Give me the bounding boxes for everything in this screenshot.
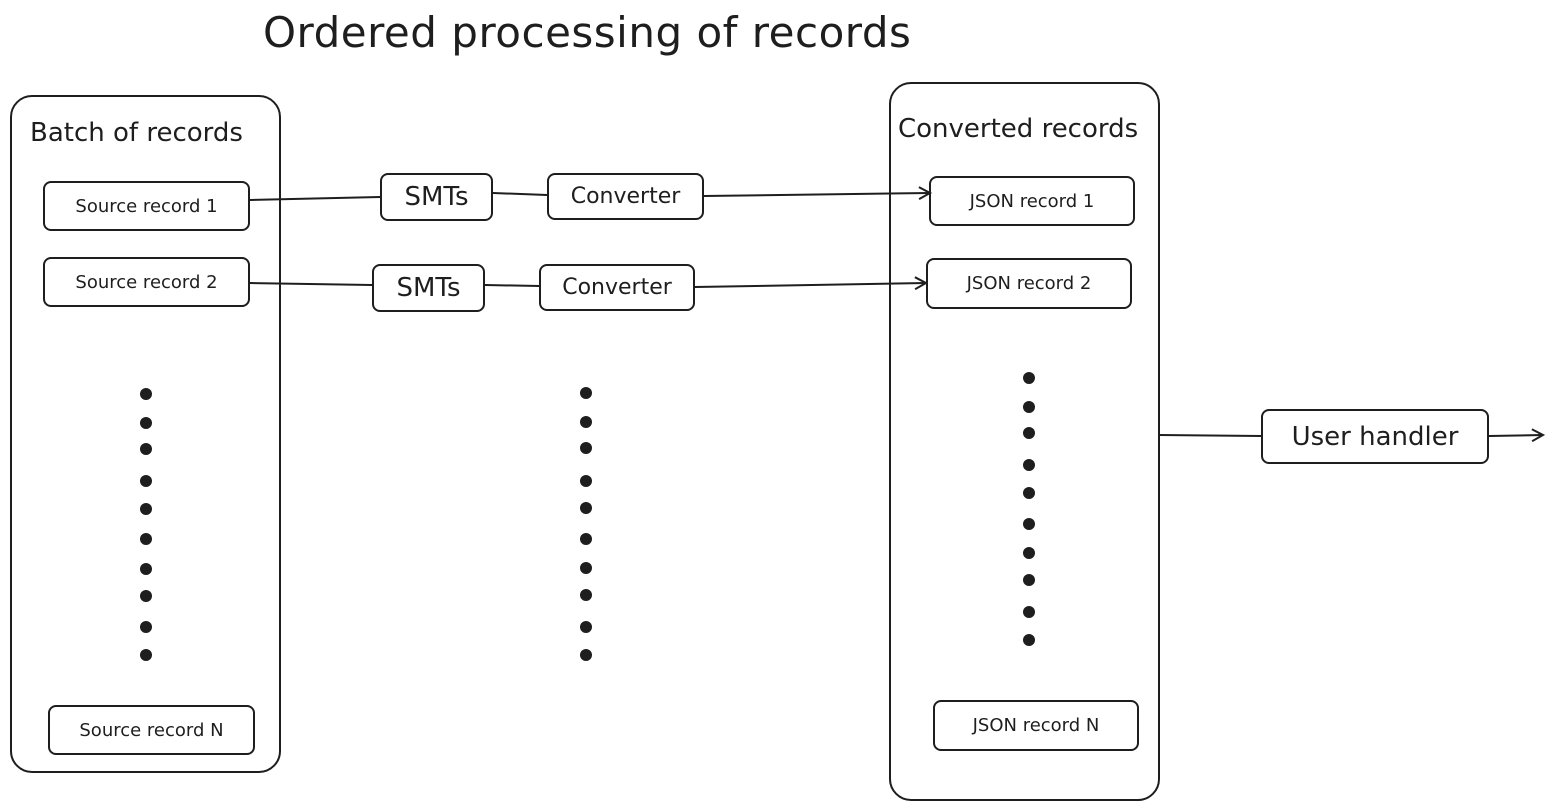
json-record-n: JSON record N [933,700,1139,751]
pipeline-ellipsis-dot [580,562,592,574]
converted-container [889,82,1160,801]
batch-ellipsis-dot [140,388,152,400]
source-record-n: Source record N [48,705,255,755]
batch-ellipsis-dot [140,590,152,602]
converted-ellipsis-dot [1023,401,1035,413]
smts-node-1: SMTs [380,173,493,221]
connector-source2-smts [249,282,373,286]
batch-ellipsis-dot [140,649,152,661]
converted-ellipsis-dot [1023,427,1035,439]
json-record-2: JSON record 2 [926,258,1132,309]
connector-converted-handler [1158,434,1262,437]
pipeline-ellipsis-dot [580,442,592,454]
pipeline-ellipsis-dot [580,621,592,633]
source-record-2: Source record 2 [43,257,250,307]
connector-smts1-converter [492,192,548,196]
pipeline-ellipsis-dot [580,589,592,601]
batch-ellipsis-dot [140,475,152,487]
converter-node-1: Converter [547,173,704,220]
source-record-1: Source record 1 [43,181,250,231]
batch-ellipsis-dot [140,533,152,545]
arrow-converter2-json2 [694,283,926,287]
converted-ellipsis-dot [1023,547,1035,559]
converted-ellipsis-dot [1023,518,1035,530]
pipeline-ellipsis-dot [580,475,592,487]
pipeline-ellipsis-dot [580,502,592,514]
pipeline-ellipsis-dot [580,649,592,661]
converted-ellipsis-dot [1023,487,1035,499]
batch-ellipsis-dot [140,417,152,429]
converter-node-2: Converter [539,264,695,311]
converted-ellipsis-dot [1023,606,1035,618]
pipeline-ellipsis-dot [580,416,592,428]
batch-container [10,95,281,773]
json-record-1: JSON record 1 [929,176,1135,226]
diagram-title: Ordered processing of records [263,8,912,57]
connector-source1-smts [249,196,381,201]
converted-ellipsis-dot [1023,372,1035,384]
pipeline-ellipsis-dot [580,533,592,545]
converted-ellipsis-dot [1023,634,1035,646]
arrow-converter1-json1 [703,193,930,196]
user-handler-node: User handler [1261,409,1489,464]
batch-ellipsis-dot [140,503,152,515]
converted-label: Converted records [898,114,1139,144]
pipeline-ellipsis-dot [580,387,592,399]
smts-node-2: SMTs [372,264,485,312]
connector-smts2-converter [484,284,540,287]
arrow-handler-out [1488,435,1543,436]
batch-ellipsis-dot [140,443,152,455]
batch-ellipsis-dot [140,621,152,633]
converted-ellipsis-dot [1023,574,1035,586]
batch-ellipsis-dot [140,563,152,575]
batch-label: Batch of records [30,118,243,148]
converted-ellipsis-dot [1023,459,1035,471]
